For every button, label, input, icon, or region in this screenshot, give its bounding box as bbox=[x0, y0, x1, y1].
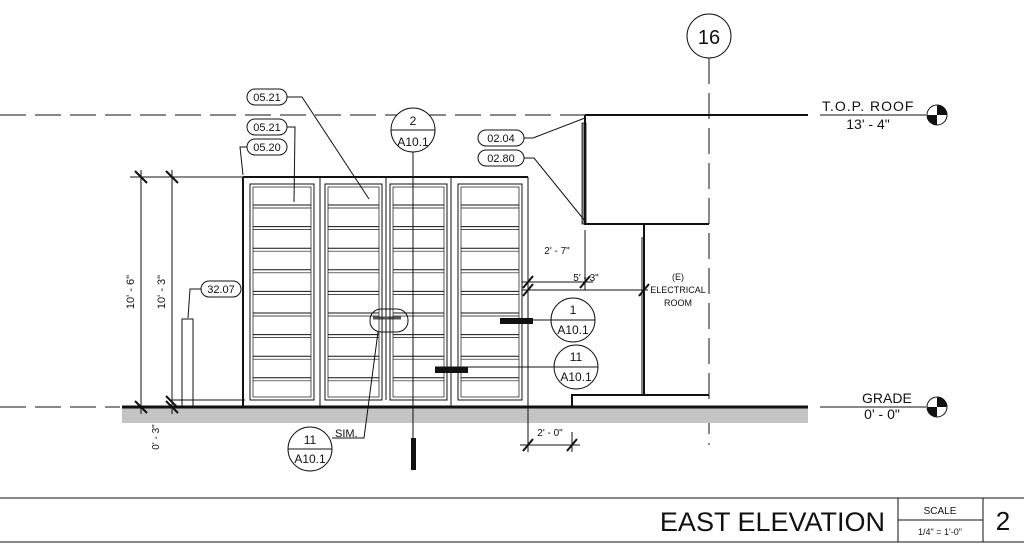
scale-value: 1/4" = 1'-0" bbox=[918, 527, 962, 537]
section-marker: 1 A10.1 bbox=[550, 297, 596, 343]
section-marker: 11 A10.1 bbox=[553, 344, 599, 390]
gate-panel-inner bbox=[327, 186, 380, 398]
room-label: (E) bbox=[672, 272, 684, 282]
drawing-number: 2 bbox=[996, 506, 1010, 536]
room-label: ROOM bbox=[664, 298, 692, 308]
keynote-tag: 32.07 bbox=[200, 280, 242, 298]
gate-elevation bbox=[242, 176, 529, 407]
keynote-tags: 05.21 05.21 05.20 02.04 02.80 32.07 bbox=[187, 88, 586, 319]
section-markers: 2 A10.1 1 A10.1 11 A10.1 11 A10.1 SIM. bbox=[287, 107, 599, 472]
svg-text:A10.1: A10.1 bbox=[557, 323, 589, 337]
gate-panel bbox=[249, 183, 315, 401]
section-marker: 11 A10.1 bbox=[287, 426, 333, 472]
keynote-tag: 02.04 bbox=[477, 129, 525, 147]
room-label: ELECTRICAL bbox=[650, 285, 706, 295]
datum-icon bbox=[926, 396, 948, 418]
level-name: GRADE bbox=[862, 390, 912, 406]
svg-text:05.21: 05.21 bbox=[253, 92, 281, 104]
level-name: T.O.P. ROOF bbox=[822, 98, 914, 114]
bollard bbox=[181, 318, 194, 408]
svg-text:2: 2 bbox=[410, 114, 417, 128]
scale-label: SCALE bbox=[924, 506, 957, 517]
svg-text:05.20: 05.20 bbox=[253, 142, 281, 154]
svg-text:2' - 7": 2' - 7" bbox=[544, 246, 570, 257]
level-top-of-roof: T.O.P. ROOF 13' - 4" bbox=[0, 98, 948, 132]
grid-bubble-label: 16 bbox=[698, 27, 720, 49]
drawing-title: EAST ELEVATION bbox=[660, 507, 885, 537]
gate-panel bbox=[457, 183, 523, 401]
title-block: EAST ELEVATION SCALE 1/4" = 1'-0" 2 bbox=[0, 497, 1024, 543]
svg-text:A10.1: A10.1 bbox=[560, 370, 592, 384]
gate-panel-inner bbox=[460, 186, 520, 398]
grid-line-16: 16 bbox=[686, 13, 732, 445]
svg-text:A10.1: A10.1 bbox=[294, 452, 326, 466]
svg-text:2' - 0": 2' - 0" bbox=[537, 428, 563, 439]
level-elevation: 0' - 0" bbox=[864, 406, 900, 422]
gate-panel-inner bbox=[392, 186, 445, 398]
keynote-tag: 05.21 bbox=[246, 118, 288, 136]
section-marker: 2 A10.1 bbox=[390, 107, 436, 153]
svg-text:11: 11 bbox=[570, 350, 583, 364]
sim-note: SIM. bbox=[335, 428, 358, 440]
svg-text:A10.1: A10.1 bbox=[397, 135, 429, 149]
gate-panel bbox=[324, 183, 383, 401]
svg-text:11: 11 bbox=[304, 433, 317, 447]
gate-panel bbox=[389, 183, 448, 401]
svg-text:02.80: 02.80 bbox=[487, 153, 515, 165]
dimensions: 10' - 6" 10' - 3" 0' - 3" 2' - 7" 5' - 3… bbox=[125, 170, 650, 452]
existing-building: (E) ELECTRICAL ROOM bbox=[571, 115, 709, 407]
gate-panel-inner bbox=[252, 186, 312, 398]
level-elevation: 13' - 4" bbox=[846, 116, 889, 132]
svg-text:5' - 3": 5' - 3" bbox=[573, 273, 599, 284]
keynote-tag: 05.21 bbox=[246, 88, 288, 106]
datum-icon bbox=[926, 104, 948, 126]
svg-text:02.04: 02.04 bbox=[487, 133, 515, 145]
svg-text:10' - 3": 10' - 3" bbox=[156, 275, 168, 309]
svg-text:10' - 6": 10' - 6" bbox=[125, 275, 137, 309]
svg-text:0' - 3": 0' - 3" bbox=[151, 424, 162, 450]
keynote-tag: 05.20 bbox=[246, 138, 288, 156]
level-grade: GRADE 0' - 0" bbox=[0, 390, 948, 423]
svg-text:05.21: 05.21 bbox=[253, 122, 281, 134]
svg-text:1: 1 bbox=[570, 303, 577, 317]
keynote-tag: 02.80 bbox=[477, 149, 525, 167]
svg-text:32.07: 32.07 bbox=[207, 284, 235, 296]
